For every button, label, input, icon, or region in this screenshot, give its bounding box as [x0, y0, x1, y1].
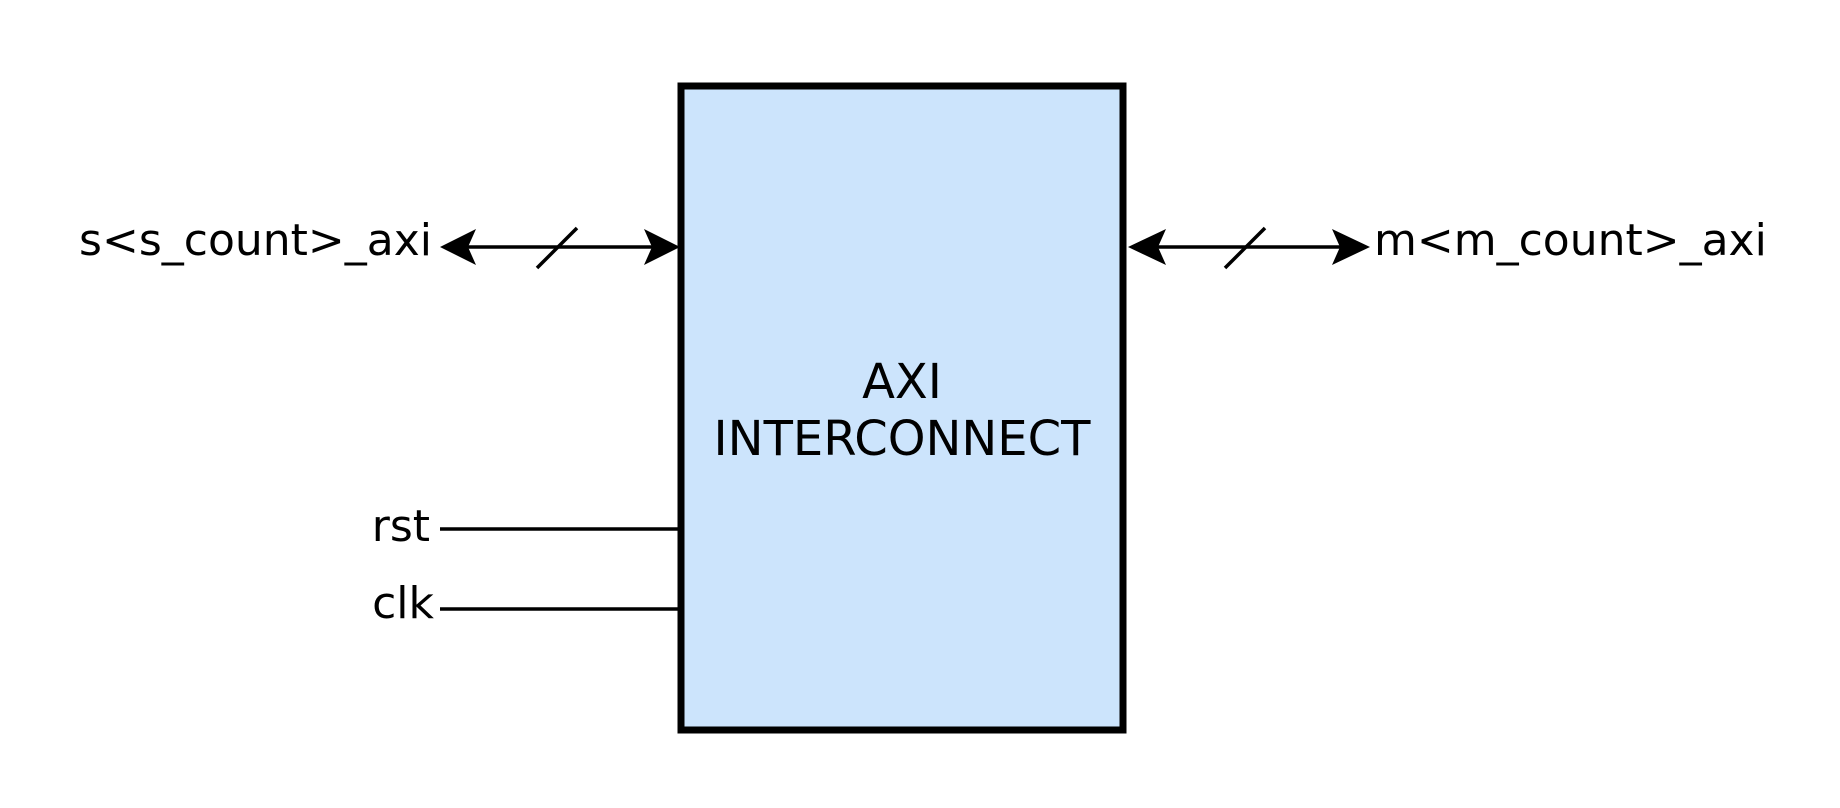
master-bus-label: m<m_count>_axi	[1374, 215, 1767, 266]
slave-bus-arrowhead-right	[644, 229, 680, 265]
block-title-line2: INTERCONNECT	[714, 411, 1092, 467]
axi-interconnect-block	[677, 82, 1127, 734]
slave-bus-label: s<s_count>_axi	[79, 215, 432, 266]
clock-label: clk	[372, 578, 434, 629]
master-bus-arrowhead-left	[1128, 229, 1166, 265]
block-title-line1: AXI	[862, 354, 942, 410]
master-bus-arrowhead-right	[1332, 229, 1370, 265]
slave-bus-connection	[440, 226, 680, 270]
slave-bus-width-slash	[535, 226, 579, 270]
master-bus-width-slash	[1223, 226, 1267, 270]
slave-bus-arrowhead-left	[440, 229, 476, 265]
master-bus-connection	[1128, 226, 1370, 270]
reset-label: rst	[372, 501, 430, 552]
